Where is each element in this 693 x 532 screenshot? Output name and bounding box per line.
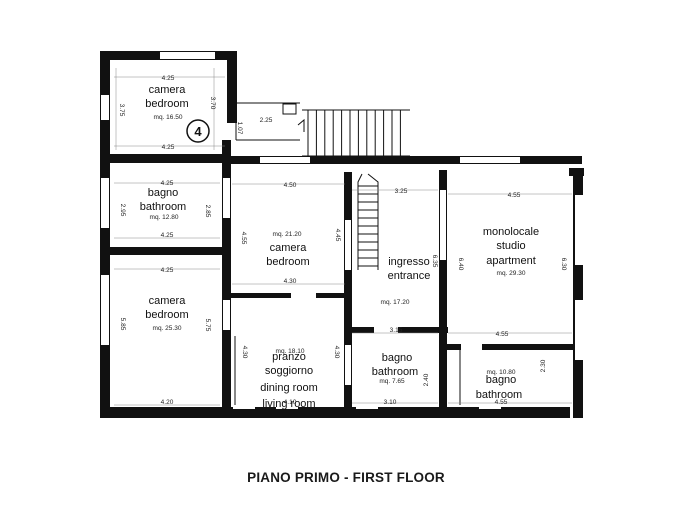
room-name: bagno xyxy=(382,352,413,364)
room-dining-living: mq. 18.10 pranzo soggiorno dining room l… xyxy=(241,346,340,410)
room-bedroom-center: 4.50 mq. 21.20 camera bedroom 4.30 4.55 … xyxy=(240,182,341,285)
room-area: mq. 7.65 xyxy=(379,378,405,385)
dim-bottom: 4.10 xyxy=(284,399,297,406)
room-name-en: bedroom xyxy=(145,98,188,110)
room-area: mq. 21.20 xyxy=(273,231,302,238)
room-name-en-2: living room xyxy=(262,398,315,410)
room-bathroom-center: bagno bathroom mq. 7.65 3.10 2.40 xyxy=(372,352,430,406)
room-area: mq. 29.30 xyxy=(497,270,526,277)
room-bathroom-east: mq. 10.80 bagno bathroom 4.55 2.30 xyxy=(476,359,547,406)
dim-bottom: 4.20 xyxy=(161,399,174,406)
dim-top: 4.25 xyxy=(162,75,175,82)
walls xyxy=(100,51,584,418)
dim-left: 6.40 xyxy=(457,258,464,271)
dim-bottom: 4.25 xyxy=(162,144,175,151)
room-entrance: 3.25 ingresso entrance mq. 17.20 3.15 6.… xyxy=(381,188,438,334)
dim-right: 2.40 xyxy=(423,373,430,386)
room-name: pranzo xyxy=(272,351,306,363)
dim-right: 3.70 xyxy=(209,97,216,110)
dim-left: 3.75 xyxy=(118,104,125,117)
room-area: mq. 17.20 xyxy=(381,299,410,306)
dim-bottom: 4.25 xyxy=(161,232,174,239)
room-name-en: bathroom xyxy=(476,389,522,401)
room-name: monolocale xyxy=(483,226,539,238)
dim-left: 4.30 xyxy=(241,346,248,359)
dim-right: 6.30 xyxy=(560,258,567,271)
room-area: mq. 25.30 xyxy=(153,325,182,332)
room-name-en: apartment xyxy=(486,255,536,267)
unit-badge: 4 xyxy=(186,119,210,143)
dim-right: 4.30 xyxy=(333,346,340,359)
unit-number: 4 xyxy=(194,124,202,139)
room-name: bagno xyxy=(148,187,179,199)
dim-bottom: 4.30 xyxy=(284,278,297,285)
dim-top: 3.25 xyxy=(395,188,408,195)
stair-landing: 2.25 1.07 xyxy=(236,117,273,135)
dim-right: 5.75 xyxy=(204,319,211,332)
room-studio-apartment: 4.55 monolocale studio apartment mq. 29.… xyxy=(457,192,567,338)
room-area: mq. 12.80 xyxy=(150,214,179,221)
dim-top: 4.25 xyxy=(161,180,174,187)
dim-height: 1.07 xyxy=(236,122,243,135)
room-name-en: dining room xyxy=(260,382,317,394)
dim-width: 2.25 xyxy=(260,117,273,124)
dim-left: 4.55 xyxy=(240,232,247,245)
room-name: camera xyxy=(270,242,308,254)
floor-title: PIANO PRIMO - FIRST FLOOR xyxy=(247,470,445,485)
room-name-en: entrance xyxy=(388,270,431,282)
room-name: ingresso xyxy=(388,256,430,268)
dim-right: 4.45 xyxy=(334,229,341,242)
dim-bottom: 4.55 xyxy=(496,331,509,338)
room-area: mq. 10.80 xyxy=(487,369,516,376)
dim-top: 4.25 xyxy=(161,267,174,274)
dim-bottom: 3.15 xyxy=(390,327,403,334)
dim-bottom: 4.55 xyxy=(495,399,508,406)
room-name-en: bathroom xyxy=(140,201,186,213)
dim-right: 2.85 xyxy=(204,205,211,218)
room-name: bagno xyxy=(486,374,517,386)
room-name-en: bathroom xyxy=(372,366,418,378)
dim-top: 4.50 xyxy=(284,182,297,189)
dim-right: 6.35 xyxy=(431,255,438,268)
room-name-en: bedroom xyxy=(266,256,309,268)
room-bathroom-w: 4.25 bagno bathroom mq. 12.80 4.25 2.95 … xyxy=(119,180,211,239)
dim-bottom: 3.10 xyxy=(384,399,397,406)
room-name-2: soggiorno xyxy=(265,365,313,377)
dim-top: 4.55 xyxy=(508,192,521,199)
dimension-lines xyxy=(114,68,572,406)
room-name-2: studio xyxy=(496,240,525,252)
room-bedroom-sw: 4.25 camera bedroom mq. 25.30 4.20 5.85 … xyxy=(119,267,211,406)
room-bedroom-nw: 4.25 camera bedroom mq. 16.50 4.25 3.75 … xyxy=(118,75,216,151)
staircase xyxy=(235,103,410,270)
dim-left: 2.95 xyxy=(119,204,126,217)
dim-left: 5.85 xyxy=(119,318,126,331)
thin-lines xyxy=(234,102,461,405)
room-area: mq. 16.50 xyxy=(154,114,183,121)
dim-right: 2.30 xyxy=(540,359,547,372)
room-name-en: bedroom xyxy=(145,309,188,321)
room-name: camera xyxy=(149,84,187,96)
room-area: mq. 18.10 xyxy=(276,348,305,355)
room-name: camera xyxy=(149,295,187,307)
